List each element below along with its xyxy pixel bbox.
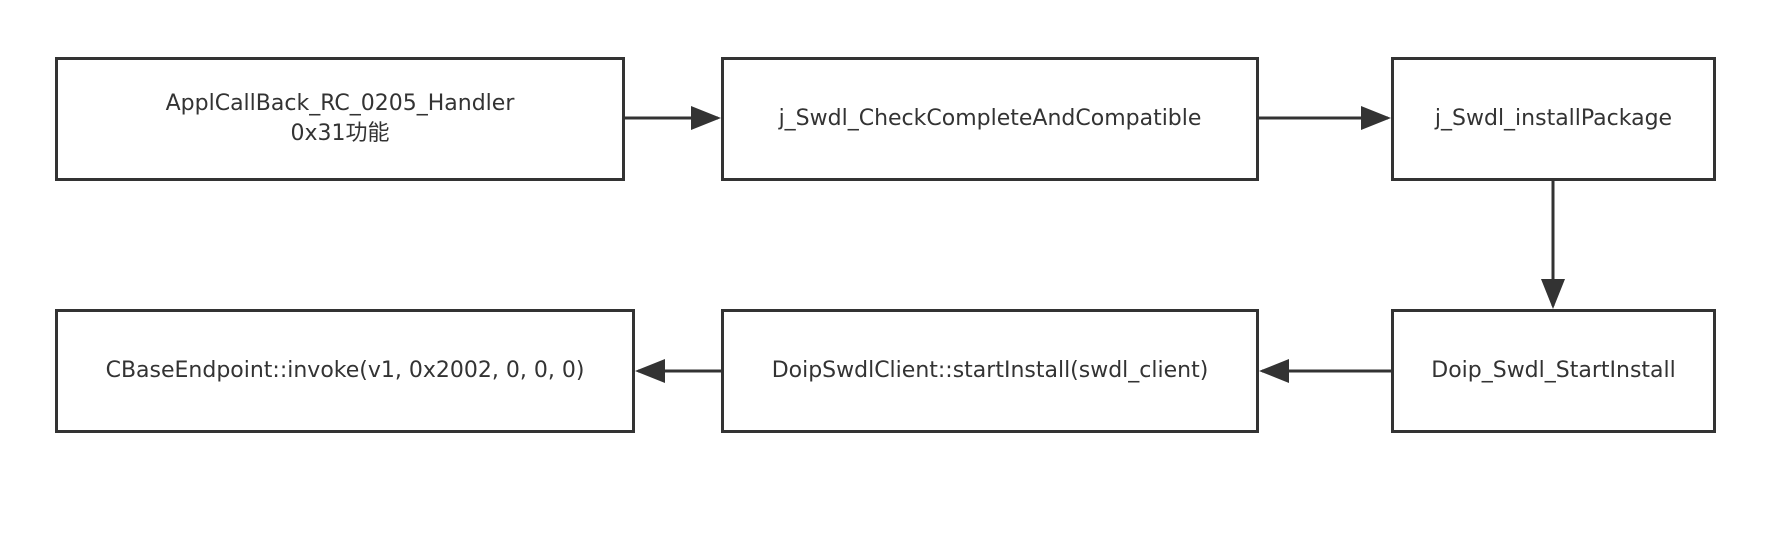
node-doip-swdl-start-install: Doip_Swdl_StartInstall bbox=[1391, 309, 1716, 433]
node-label-line: 0x31功能 bbox=[290, 121, 390, 146]
node-label-line: CBaseEndpoint::invoke(v1, 0x2002, 0, 0, … bbox=[105, 358, 585, 383]
node-label-line: j_Swdl_installPackage bbox=[1434, 106, 1673, 131]
node-check-complete-compatible: j_Swdl_CheckCompleteAndCompatible bbox=[721, 57, 1259, 181]
node-install-package: j_Swdl_installPackage bbox=[1391, 57, 1716, 181]
node-label-line: ApplCallBack_RC_0205_Handler bbox=[165, 91, 515, 116]
node-applcallback-handler: ApplCallBack_RC_0205_Handler 0x31功能 bbox=[55, 57, 625, 181]
node-doip-swdl-client-start-install: DoipSwdlClient::startInstall(swdl_client… bbox=[721, 309, 1259, 433]
node-label-line: j_Swdl_CheckCompleteAndCompatible bbox=[778, 106, 1202, 131]
node-label-line: Doip_Swdl_StartInstall bbox=[1431, 358, 1676, 383]
node-cbaseendpoint-invoke: CBaseEndpoint::invoke(v1, 0x2002, 0, 0, … bbox=[55, 309, 635, 433]
node-label-line: DoipSwdlClient::startInstall(swdl_client… bbox=[771, 358, 1209, 383]
